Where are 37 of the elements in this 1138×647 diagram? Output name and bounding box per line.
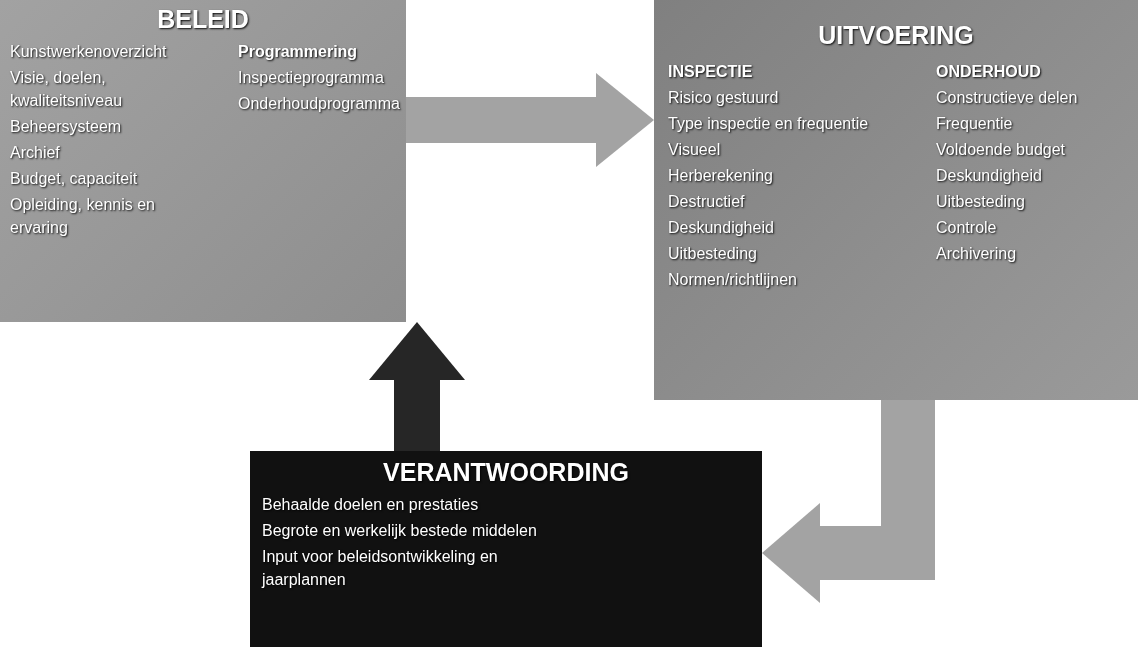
list-item: Archivering bbox=[936, 244, 1018, 264]
column-heading: Programmering bbox=[238, 42, 359, 62]
list-item: Behaalde doelen en prestaties bbox=[262, 495, 480, 515]
list-item: Risico gestuurd bbox=[668, 88, 780, 108]
list-item: Budget, capaciteit bbox=[10, 169, 139, 189]
list-item: Opleiding, kennis en ervaring bbox=[10, 195, 156, 238]
list-item: Visueel bbox=[668, 140, 722, 160]
column-heading: INSPECTIE bbox=[668, 62, 754, 82]
list-item: Uitbesteding bbox=[668, 244, 758, 264]
box-heading: VERANTWOORDING bbox=[382, 457, 630, 487]
list-item: Frequentie bbox=[936, 114, 1014, 134]
list-item: Voldoende budget bbox=[936, 140, 1066, 160]
list-item: Archief bbox=[10, 143, 61, 163]
list-item: Beheersysteem bbox=[10, 117, 123, 137]
block-arrow bbox=[406, 73, 654, 167]
list-item: Begrote en werkelijk bestede middelen bbox=[262, 521, 538, 541]
list-item: Input voor beleidsontwikkeling en jaarplannen bbox=[262, 547, 499, 590]
list-item: Deskundigheid bbox=[668, 218, 775, 238]
list-item: Controle bbox=[936, 218, 998, 238]
list-item: Destructief bbox=[668, 192, 746, 212]
process-box bbox=[250, 451, 762, 647]
list-item: Constructieve delen bbox=[936, 88, 1079, 108]
column-heading: ONDERHOUD bbox=[936, 62, 1042, 82]
list-item: Type inspectie en frequentie bbox=[668, 114, 870, 134]
process-box bbox=[654, 0, 1138, 400]
list-item: Visie, doelen, kwaliteitsniveau bbox=[10, 68, 124, 111]
list-item: Uitbesteding bbox=[936, 192, 1026, 212]
block-arrow bbox=[369, 322, 465, 451]
list-item: Herberekening bbox=[668, 166, 774, 186]
process-box bbox=[0, 0, 406, 322]
list-item: Inspectieprogramma bbox=[238, 68, 385, 88]
box-heading: UITVOERING bbox=[817, 20, 975, 50]
box-heading: BELEID bbox=[156, 4, 250, 34]
list-item: Deskundigheid bbox=[936, 166, 1043, 186]
list-item: Onderhoudprogramma bbox=[238, 94, 400, 114]
list-item: Kunstwerkenoverzicht bbox=[10, 42, 168, 62]
list-item: Normen/richtlijnen bbox=[668, 270, 798, 290]
